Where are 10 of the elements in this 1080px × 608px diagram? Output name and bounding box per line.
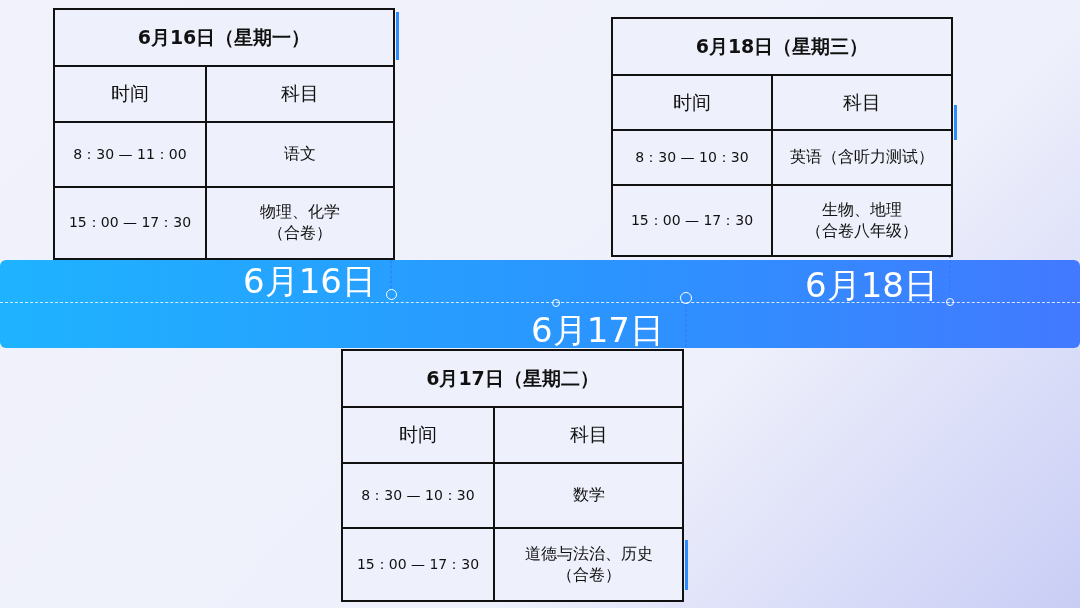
table-heading: 6月17日（星期二） [425, 365, 600, 391]
schedule-table [341, 349, 684, 600]
date-label: 6月17日 [531, 313, 664, 347]
date-label: 6月16日 [243, 264, 376, 298]
schedule-table [53, 8, 395, 258]
date-label: 6月18日 [805, 268, 938, 302]
schedule-table [611, 17, 953, 255]
table-heading: 6月16日（星期一） [136, 24, 312, 50]
table-heading: 6月18日（星期三） [694, 33, 870, 59]
timeline-band [0, 260, 1080, 348]
